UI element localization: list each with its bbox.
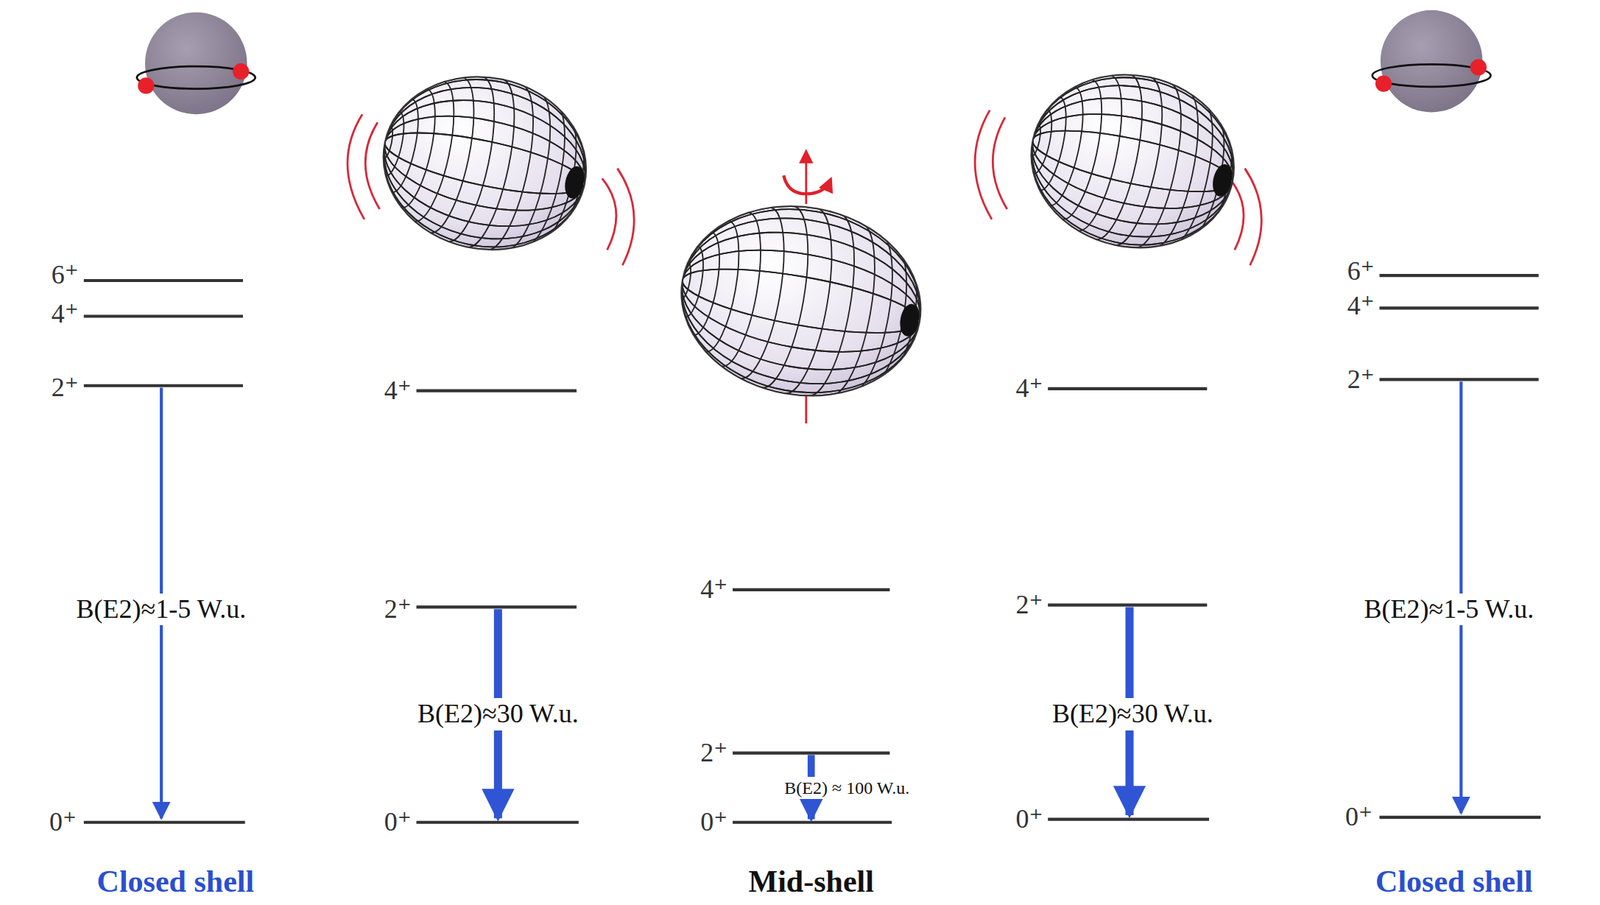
level-label: 0⁺ <box>1012 803 1046 836</box>
level-label: 0⁺ <box>697 806 731 839</box>
deformed-nucleus <box>367 58 606 269</box>
energy-level <box>83 275 1542 823</box>
level-label: 2⁺ <box>1012 589 1046 622</box>
region-title: Closed shell <box>94 862 258 900</box>
transition-strength: B(E2)≈30 W.u. <box>1049 698 1217 731</box>
level-label: 4⁺ <box>48 298 82 331</box>
transition-strength: B(E2)≈1-5 W.u. <box>1361 593 1538 626</box>
deformed-nucleus <box>666 187 939 416</box>
region-title: Mid-shell <box>745 862 877 900</box>
level-label: 2⁺ <box>697 737 731 770</box>
level-label: 4⁺ <box>697 573 731 606</box>
level-label: 6⁺ <box>48 259 82 292</box>
level-label: 4⁺ <box>1344 290 1378 323</box>
deformed-nucleus <box>1014 55 1253 267</box>
level-label: 2⁺ <box>381 593 415 626</box>
level-label: 4⁺ <box>1012 372 1046 405</box>
level-label: 4⁺ <box>381 374 415 408</box>
level-label: 0⁺ <box>46 806 80 839</box>
level-label: 0⁺ <box>1342 801 1376 834</box>
transition-strength: B(E2)≈1-5 W.u. <box>73 593 250 626</box>
spherical-nucleus <box>1372 10 1492 113</box>
region-title: Closed shell <box>1372 862 1536 900</box>
level-label: 6⁺ <box>1344 255 1378 288</box>
transition-strength: B(E2) ≈ 100 W.u. <box>781 776 913 799</box>
level-label: 0⁺ <box>381 806 415 839</box>
level-label: 2⁺ <box>48 371 82 405</box>
transition-strength: B(E2)≈30 W.u. <box>414 698 582 731</box>
transition-arrow <box>161 381 1461 819</box>
level-label: 2⁺ <box>1344 363 1378 397</box>
spherical-nucleus <box>136 12 256 115</box>
